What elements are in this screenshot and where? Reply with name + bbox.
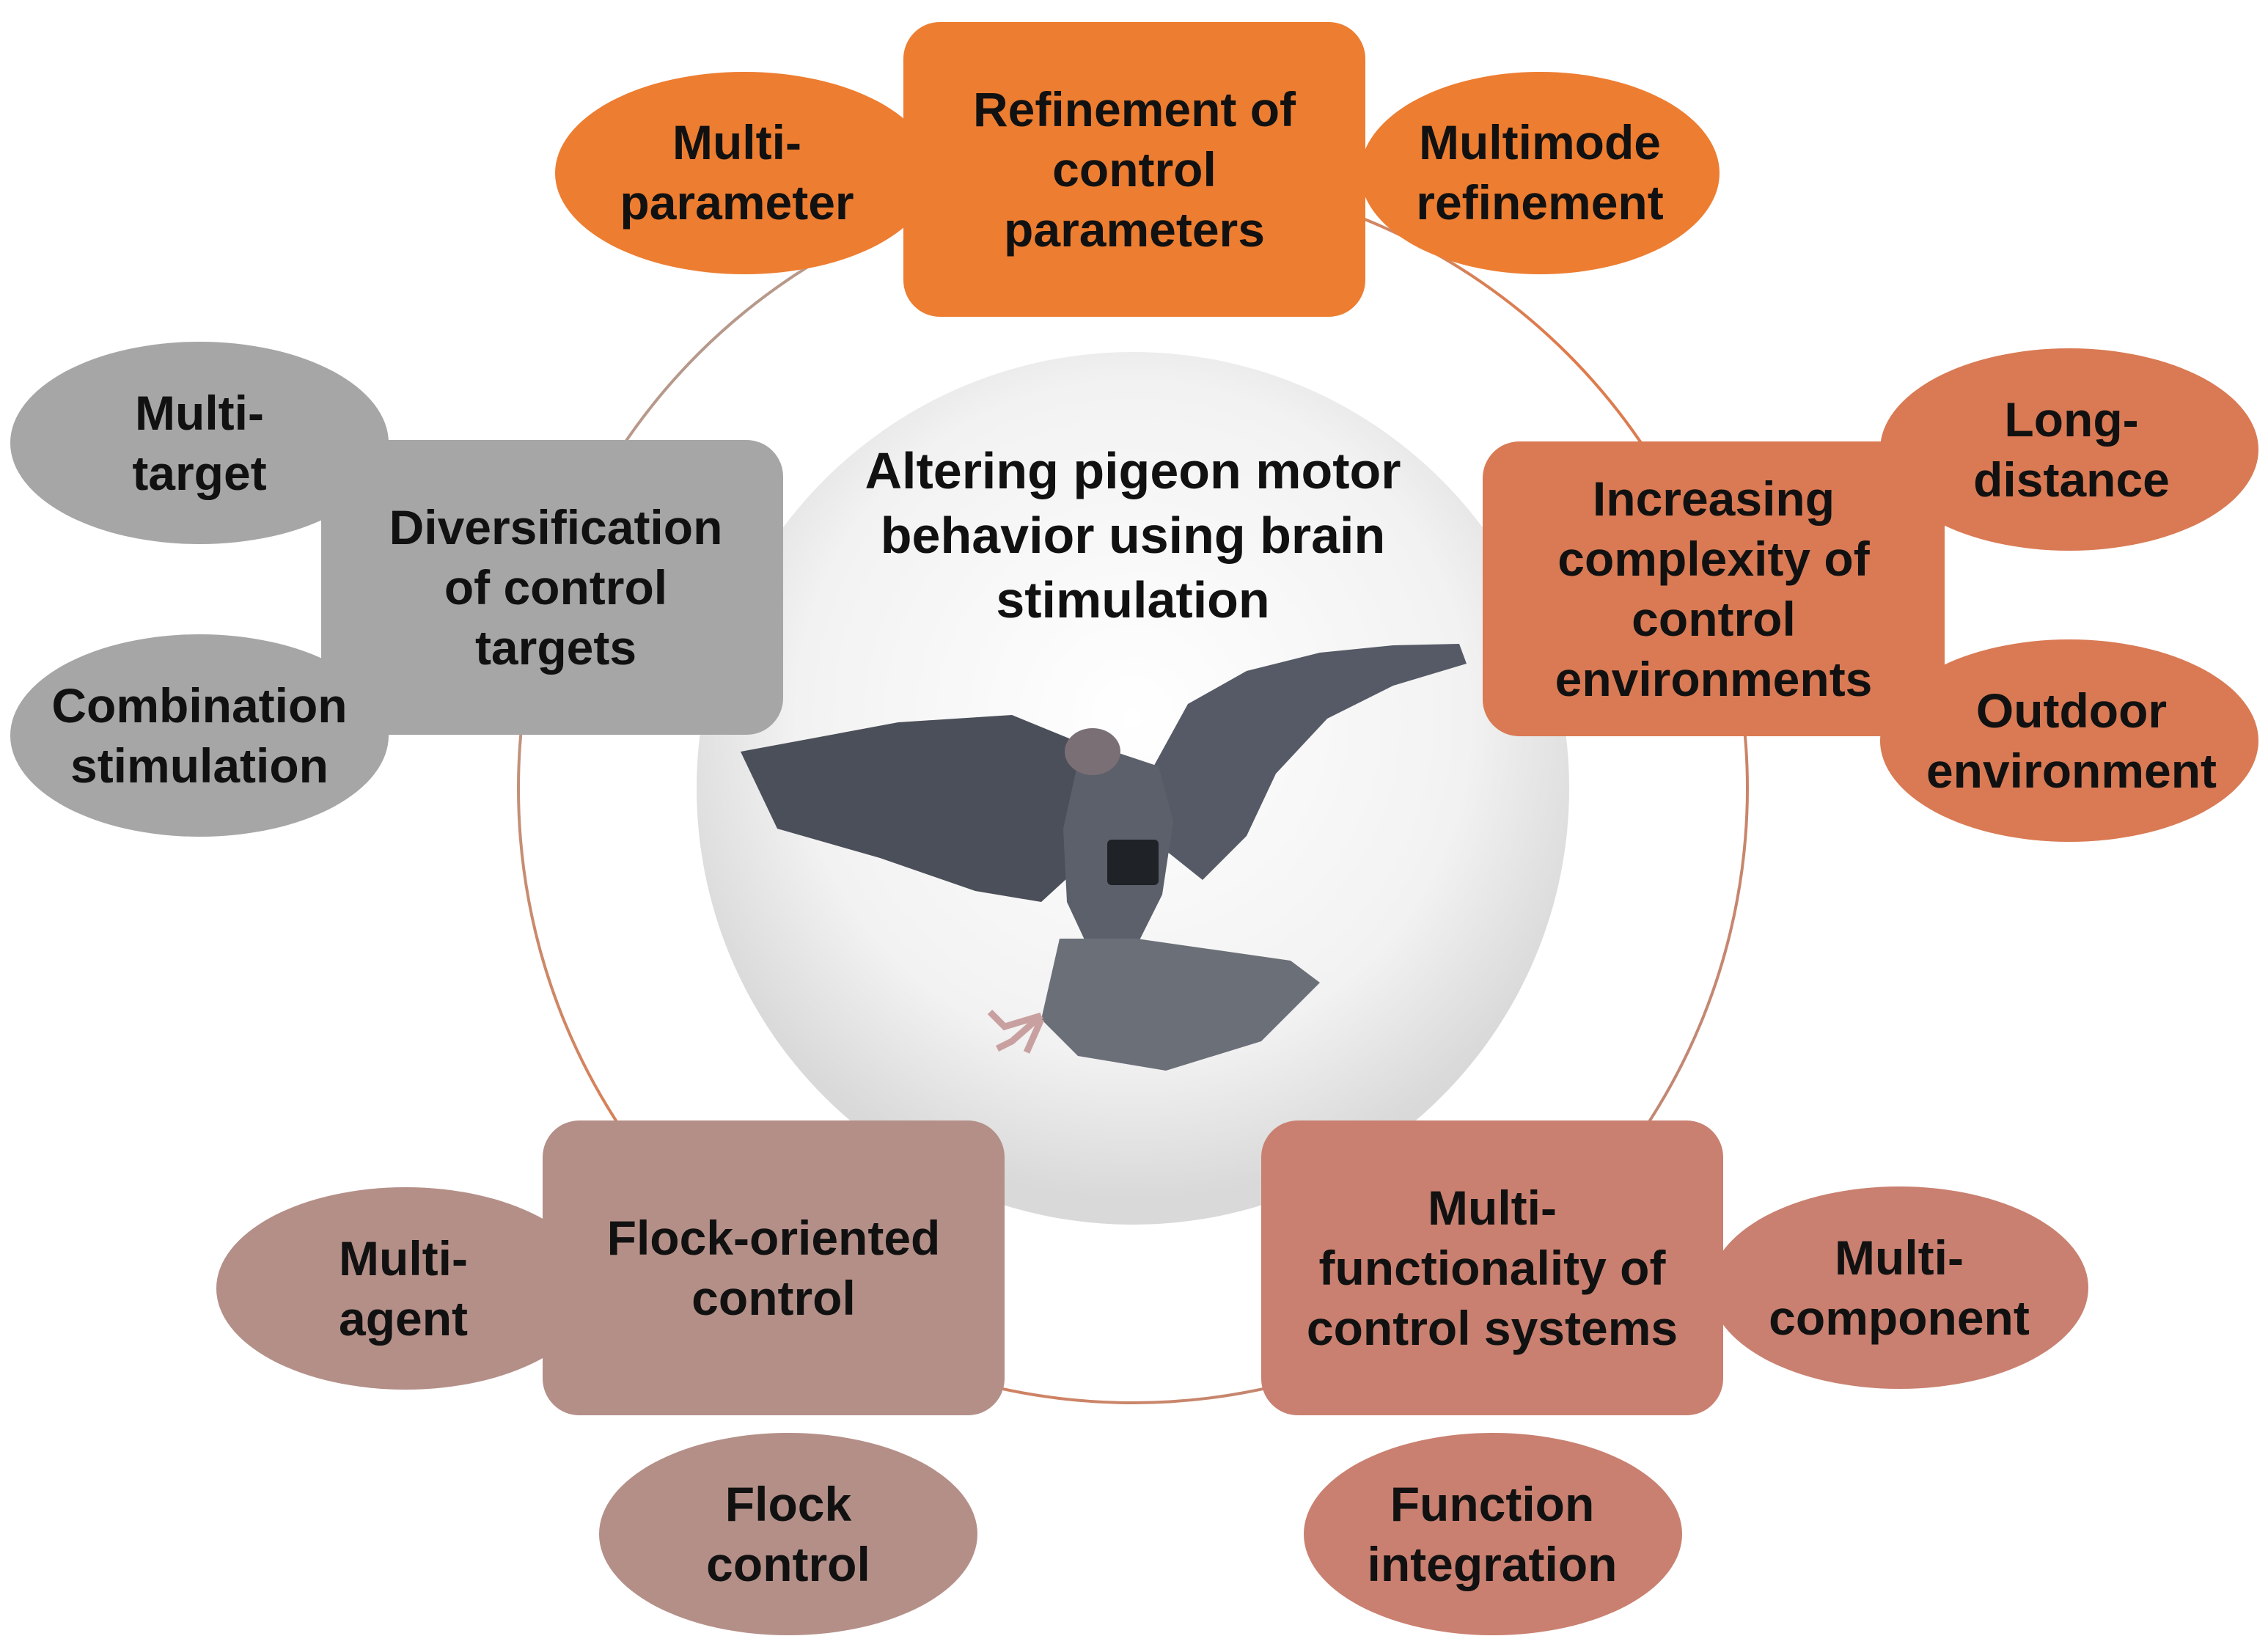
diversification-box <box>321 440 783 735</box>
multi-component-ellipse <box>1710 1186 2088 1389</box>
refinement-box <box>903 22 1365 317</box>
long-distance-ellipse <box>1880 348 2258 551</box>
combination-stimulation-ellipse <box>10 634 389 837</box>
complexity-box <box>1483 441 1945 736</box>
pigeon-right-wing <box>1148 644 1467 880</box>
complexity-title: Increasing complexity of control environ… <box>1555 472 1873 706</box>
flock-control-label: Flock control <box>706 1477 870 1591</box>
long-distance-label: Long- distance <box>1973 392 2170 507</box>
multi-agent-ellipse <box>216 1187 595 1390</box>
multimode-refinement-ellipse <box>1360 72 1720 274</box>
pigeon-head <box>1065 728 1120 775</box>
function-integration-label: Function integration <box>1367 1477 1618 1591</box>
multimode-refinement-label: Multimode refinement <box>1416 115 1664 230</box>
refinement-title: Refinement of control parameters <box>972 82 1296 257</box>
outdoor-environment-label: Outdoor environment <box>1926 683 2217 798</box>
multi-parameter-label: Multi- parameter <box>620 115 854 230</box>
combination-stimulation-label: Combination stimulation <box>51 678 348 793</box>
multi-parameter-ellipse <box>555 72 933 274</box>
backpack-stimulator <box>1107 840 1159 885</box>
outdoor-environment-ellipse <box>1880 639 2258 842</box>
pigeon-left-wing <box>741 715 1107 902</box>
pigeon-illustration <box>741 644 1467 1071</box>
multifunctionality-box <box>1261 1120 1723 1415</box>
multi-agent-label: Multi- agent <box>338 1231 469 1346</box>
flock-title: Flock-oriented control <box>606 1211 941 1325</box>
multi-component-label: Multi- component <box>1769 1230 2030 1345</box>
pigeon-feet <box>987 1009 1045 1054</box>
diversification-title: Diversification of control targets <box>389 500 723 675</box>
multifunctionality-title: Multi- functionality of control systems <box>1306 1181 1678 1355</box>
center-title: Altering pigeon motor behavior using bra… <box>865 442 1401 628</box>
flock-control-ellipse <box>599 1433 977 1635</box>
function-integration-ellipse <box>1304 1433 1682 1635</box>
flock-box <box>543 1120 1005 1415</box>
multi-target-ellipse <box>10 342 389 544</box>
multi-target-label: Multi- target <box>132 386 267 500</box>
pigeon-tail <box>1041 939 1320 1071</box>
